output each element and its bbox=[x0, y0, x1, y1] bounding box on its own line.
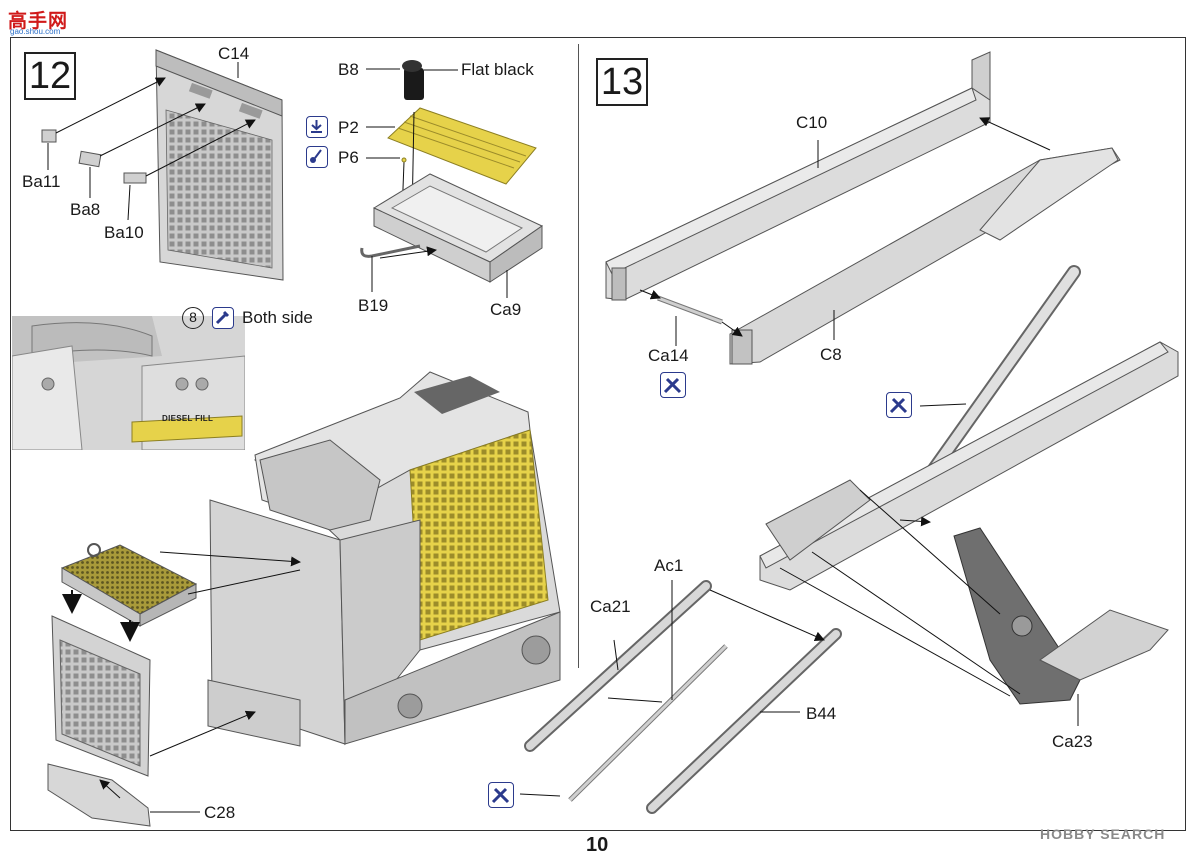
part-p2-shape bbox=[387, 107, 537, 185]
label-ba11: Ba11 bbox=[22, 172, 61, 191]
cab-body bbox=[207, 371, 561, 747]
part-c14 bbox=[155, 49, 284, 281]
part-ba10-shape bbox=[123, 172, 147, 184]
paint-icon bbox=[306, 146, 328, 168]
label-b19: B19 bbox=[358, 296, 389, 315]
part-lower-arm bbox=[759, 341, 1179, 591]
part-ba8-shape bbox=[78, 150, 102, 168]
part-ba11-shape bbox=[41, 129, 57, 143]
page-frame bbox=[10, 37, 1186, 831]
part-ca23-shape bbox=[953, 527, 1169, 705]
diesel-fill-text: DIESEL FILL bbox=[162, 414, 214, 423]
label-b44: B44 bbox=[806, 704, 837, 723]
label-ca14: Ca14 bbox=[648, 346, 689, 365]
page-number: 10 bbox=[586, 834, 609, 856]
watermark: HOBBY SEARCH bbox=[1040, 826, 1166, 842]
label-both-side: Both side bbox=[242, 308, 313, 327]
site-logo-sub: gao.shou.com bbox=[10, 27, 61, 36]
part-ac1-shape bbox=[568, 644, 728, 802]
label-ba10: Ba10 bbox=[104, 223, 144, 242]
part-ca9-shape bbox=[372, 173, 544, 283]
part-b19-shape bbox=[360, 244, 421, 258]
cement-icon bbox=[488, 782, 514, 808]
label-ac1: Ac1 bbox=[654, 556, 684, 575]
part-filter-box bbox=[60, 543, 198, 627]
detail-inset: DIESEL FILL bbox=[12, 316, 245, 450]
label-c14: C14 bbox=[218, 44, 250, 63]
inset-drawing bbox=[12, 316, 245, 450]
label-b8: B8 bbox=[338, 60, 359, 79]
step-divider bbox=[578, 44, 579, 668]
part-c14-small bbox=[51, 615, 151, 777]
cement-icon bbox=[886, 392, 912, 418]
part-b44-shape bbox=[646, 628, 842, 814]
cement-icon bbox=[212, 307, 234, 329]
glue-icon bbox=[306, 116, 328, 138]
label-flat-black: Flat black bbox=[461, 60, 534, 79]
label-c10: C10 bbox=[796, 113, 828, 132]
part-ca21-shape bbox=[524, 580, 712, 752]
step-number-13: 13 bbox=[596, 58, 648, 106]
label-p2: P2 bbox=[338, 118, 359, 137]
step-number-12: 12 bbox=[24, 52, 76, 100]
label-ca9: Ca9 bbox=[490, 300, 522, 319]
callout-number: 8 bbox=[182, 307, 204, 329]
site-logo: 高手网 bbox=[8, 11, 69, 32]
part-c8-shape bbox=[729, 147, 1121, 365]
label-c28: C28 bbox=[204, 803, 236, 822]
label-ba8: Ba8 bbox=[70, 200, 101, 219]
label-ca21: Ca21 bbox=[590, 597, 631, 616]
label-c8: C8 bbox=[820, 345, 842, 364]
label-ca23: Ca23 bbox=[1052, 732, 1093, 751]
cement-icon bbox=[660, 372, 686, 398]
part-ca14-shape bbox=[657, 295, 723, 325]
label-p6: P6 bbox=[338, 148, 359, 167]
part-b8-shape bbox=[402, 60, 424, 100]
part-c28-shape bbox=[47, 763, 151, 827]
